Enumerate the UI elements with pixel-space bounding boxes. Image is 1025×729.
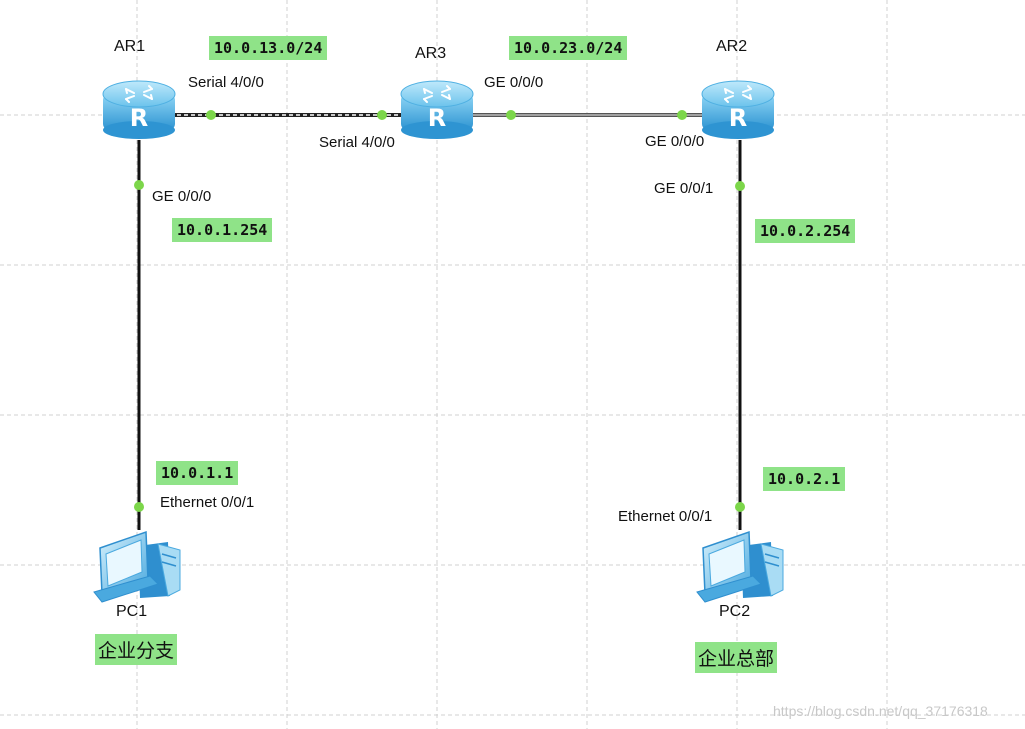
- interface-label-pc2-eth: Ethernet 0/0/1: [618, 508, 713, 525]
- device-label-ar3: AR3: [415, 45, 447, 62]
- port-dots: [134, 110, 745, 512]
- network-label-23: 10.0.23.0/24: [509, 36, 628, 60]
- site-label-headquarters: 企业总部: [695, 642, 778, 673]
- site-label-branch: 企业分支: [95, 634, 178, 665]
- address-label-ar2-gw: 10.0.2.254: [755, 219, 856, 243]
- interface-label-ar2-ge001: GE 0/0/1: [654, 180, 714, 197]
- device-label-pc2: PC2: [719, 603, 751, 620]
- device-label-pc1: PC1: [116, 603, 148, 620]
- device-label-ar1: AR1: [114, 38, 146, 55]
- interface-label-ar1-serial: Serial 4/0/0: [188, 74, 264, 91]
- interface-label-pc1-eth: Ethernet 0/0/1: [160, 494, 255, 511]
- port-dot[interactable]: [506, 110, 516, 120]
- network-label-13: 10.0.13.0/24: [209, 36, 328, 60]
- address-label-pc2: 10.0.2.1: [763, 467, 846, 491]
- router-icon[interactable]: [400, 80, 474, 140]
- port-dot[interactable]: [735, 502, 745, 512]
- router-icon[interactable]: [701, 80, 775, 140]
- port-dot[interactable]: [735, 181, 745, 191]
- interface-label-ar2-ge000: GE 0/0/0: [645, 133, 705, 150]
- port-dot[interactable]: [134, 180, 144, 190]
- interface-label-ar3-serial: Serial 4/0/0: [319, 134, 395, 151]
- router-icon[interactable]: [102, 80, 176, 140]
- port-dot[interactable]: [134, 502, 144, 512]
- port-dot[interactable]: [206, 110, 216, 120]
- port-dot[interactable]: [677, 110, 687, 120]
- port-dot[interactable]: [377, 110, 387, 120]
- interface-label-ar1-ge000: GE 0/0/0: [152, 188, 212, 205]
- device-label-ar2: AR2: [716, 38, 748, 55]
- watermark: https://blog.csdn.net/qq_37176318: [773, 703, 988, 719]
- pc-icon[interactable]: [696, 531, 784, 603]
- address-label-pc1: 10.0.1.1: [156, 461, 239, 485]
- interface-label-ar3-ge: GE 0/0/0: [484, 74, 544, 91]
- address-label-ar1-gw: 10.0.1.254: [172, 218, 273, 242]
